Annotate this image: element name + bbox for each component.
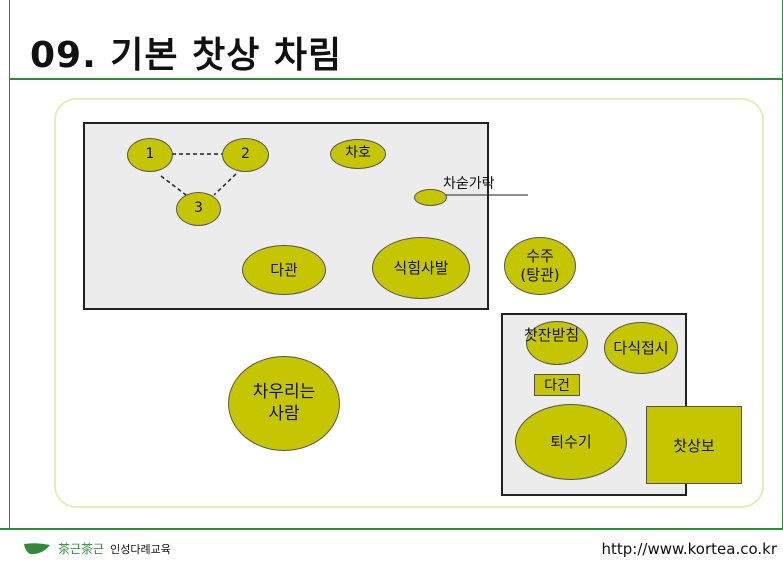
- spoon-item: [414, 189, 447, 206]
- cup2-cup3-line: [213, 173, 237, 196]
- diagram-canvas: [54, 98, 764, 508]
- footer-brand: 茶근茶근: [58, 542, 105, 556]
- cup-3: 3: [176, 192, 221, 226]
- teapot-lid-item: 차호: [330, 139, 386, 169]
- frame-left-border: [9, 0, 10, 528]
- cooling-bowl-item: 식힘사발: [372, 237, 470, 299]
- towel-item: 다건: [534, 374, 580, 396]
- saucer-label: 찻잔받침: [524, 326, 580, 344]
- plate-item: 다식접시: [604, 322, 678, 374]
- water-pot-item: 수주 (탕관): [504, 237, 576, 295]
- cup-2: 2: [222, 138, 269, 172]
- page-title: 09. 기본 찻상 차림: [30, 35, 343, 76]
- person-item: 차우리는 사람: [228, 356, 340, 451]
- cup-1: 1: [127, 138, 173, 172]
- spoon-label: 차숟가락: [443, 176, 495, 192]
- footer-divider: [0, 528, 783, 530]
- title-divider: [9, 78, 783, 80]
- saucer-item: [526, 321, 588, 365]
- leaf-logo-icon: [24, 542, 50, 554]
- footer-brand-sub: 인성다례교육: [110, 542, 171, 556]
- waste-bowl-item: 퇴수기: [515, 404, 627, 480]
- cloth-item: 찻상보: [646, 406, 742, 484]
- footer-logo: 茶근茶근 인성다례교육: [22, 540, 171, 557]
- teapot-item: 다관: [242, 245, 326, 295]
- footer-url: http://www.kortea.co.kr: [601, 540, 778, 558]
- cup1-cup3-line: [160, 175, 187, 196]
